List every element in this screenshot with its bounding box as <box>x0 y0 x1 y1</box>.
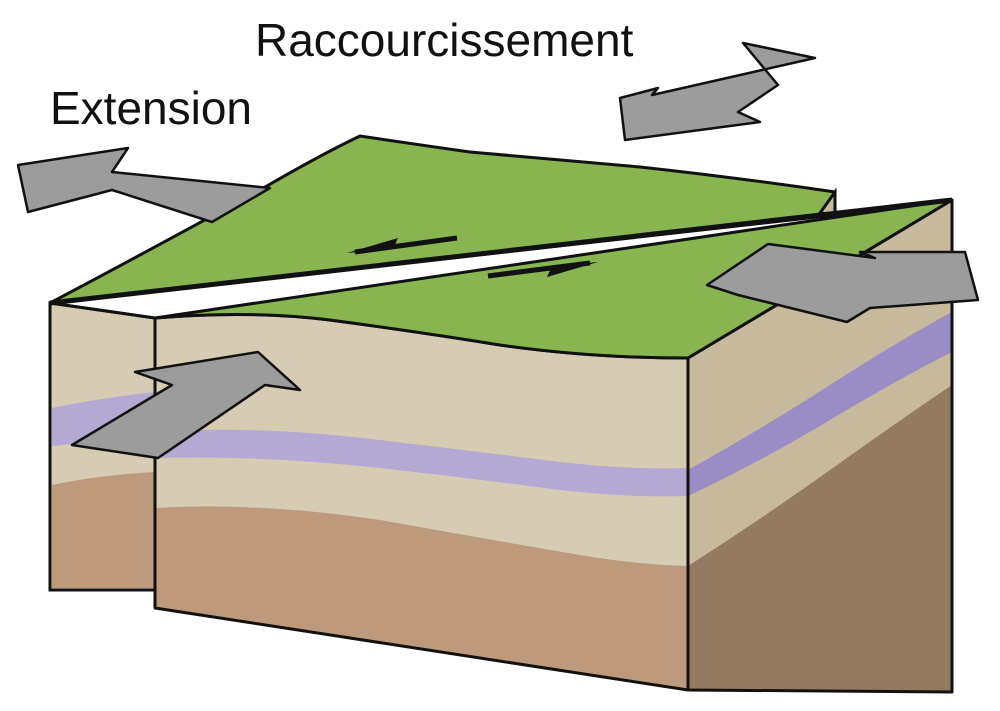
extension-label: Extension <box>50 82 252 134</box>
fault-motion-arrow-right <box>487 260 598 279</box>
shortening-arrow-top <box>618 41 817 142</box>
left-fault-block <box>48 134 837 592</box>
right-block-surface <box>153 198 954 360</box>
extension-arrow-right <box>705 242 980 324</box>
front-face-brown-layer <box>155 506 688 690</box>
extension-arrow-left <box>16 146 272 224</box>
shortening-label: Raccourcissement <box>255 14 634 66</box>
right-fault-block <box>153 198 954 694</box>
fault-motion-arrow-left <box>347 235 458 255</box>
side-face-purple-layer <box>688 312 952 496</box>
left-block-brown-layer <box>52 472 155 588</box>
shortening-arrow-bottom <box>70 350 302 460</box>
front-face-purple-layer <box>155 429 688 497</box>
fault-trace <box>49 197 953 306</box>
side-face-brown-layer <box>688 385 952 692</box>
